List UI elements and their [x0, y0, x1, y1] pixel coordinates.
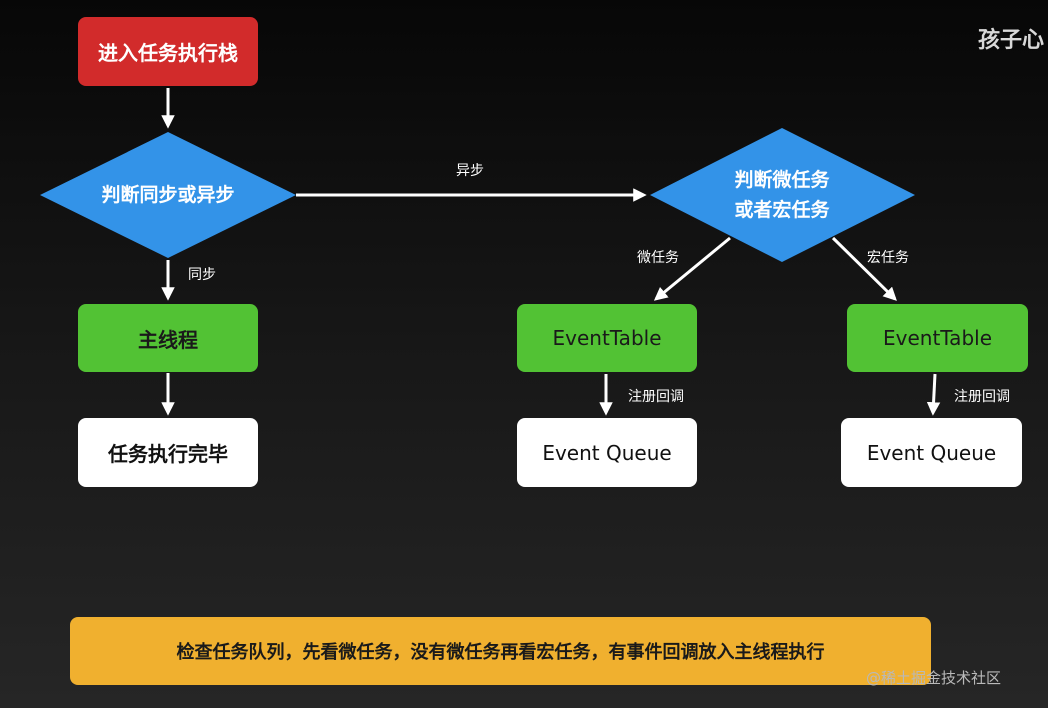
edge-label-macro: 宏任务	[867, 250, 909, 266]
main-thread-node: 主线程	[78, 304, 258, 372]
event-table-macro-node: EventTable	[847, 304, 1028, 372]
note-banner: 检查任务队列，先看微任务，没有微任务再看宏任务，有事件回调放入主线程执行	[70, 617, 931, 685]
decision-micro-macro-shape	[650, 128, 915, 262]
footer-watermark: @稀土掘金技术社区	[866, 669, 1002, 687]
edge-label-register-macro: 注册回调	[954, 389, 1010, 405]
task-done-node: 任务执行完毕	[78, 418, 258, 487]
arrow-macro	[831, 236, 897, 301]
edge-label-sync: 同步	[188, 267, 216, 283]
edge-label-async: 异步	[456, 163, 484, 179]
watermark-text: 孩子心	[978, 28, 1045, 53]
decision-sync-async-label: 判断同步或异步	[101, 184, 235, 206]
decision-micro-macro-line1: 判断微任务	[734, 169, 830, 191]
arrow-micro	[653, 236, 731, 301]
start-node: 进入任务执行栈	[78, 17, 258, 86]
decision-micro-macro-line2: 或者宏任务	[734, 199, 830, 221]
edge-label-micro: 微任务	[637, 250, 679, 266]
edge-label-register-micro: 注册回调	[628, 389, 684, 405]
decision-micro-macro-label: 判断微任务 或者宏任务	[690, 163, 874, 227]
event-table-micro-node: EventTable	[517, 304, 697, 372]
arrow-register-macro	[926, 373, 941, 416]
event-queue-micro-node: Event Queue	[517, 418, 697, 487]
decision-sync-async-shape	[40, 132, 296, 258]
event-queue-macro-node: Event Queue	[841, 418, 1022, 487]
